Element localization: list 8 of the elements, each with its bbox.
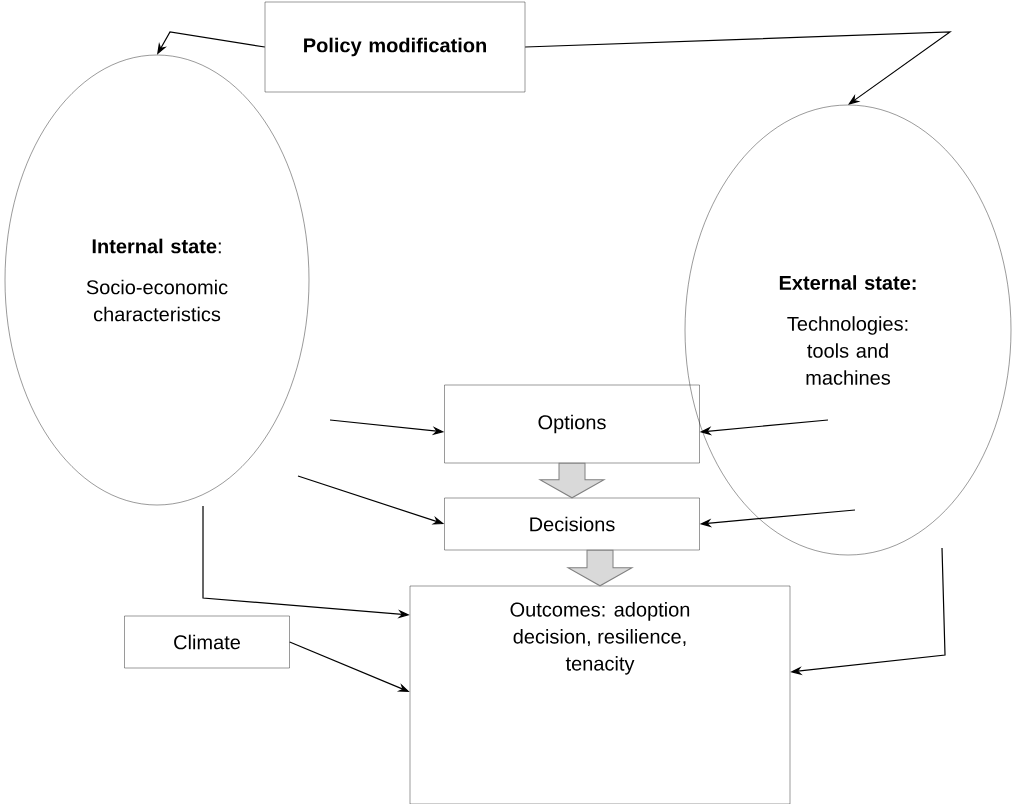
process-box: Climate [124, 615, 290, 669]
outcome-box: Outcomes: adoption decision, resilience, tenacity [409, 585, 791, 804]
block-arrow [539, 462, 605, 499]
process-box: Decisions [444, 497, 700, 551]
process-box: Options [444, 384, 700, 464]
block-arrow [567, 549, 633, 587]
process-box: Policy modification [264, 1, 526, 93]
arrow [524, 31, 952, 105]
